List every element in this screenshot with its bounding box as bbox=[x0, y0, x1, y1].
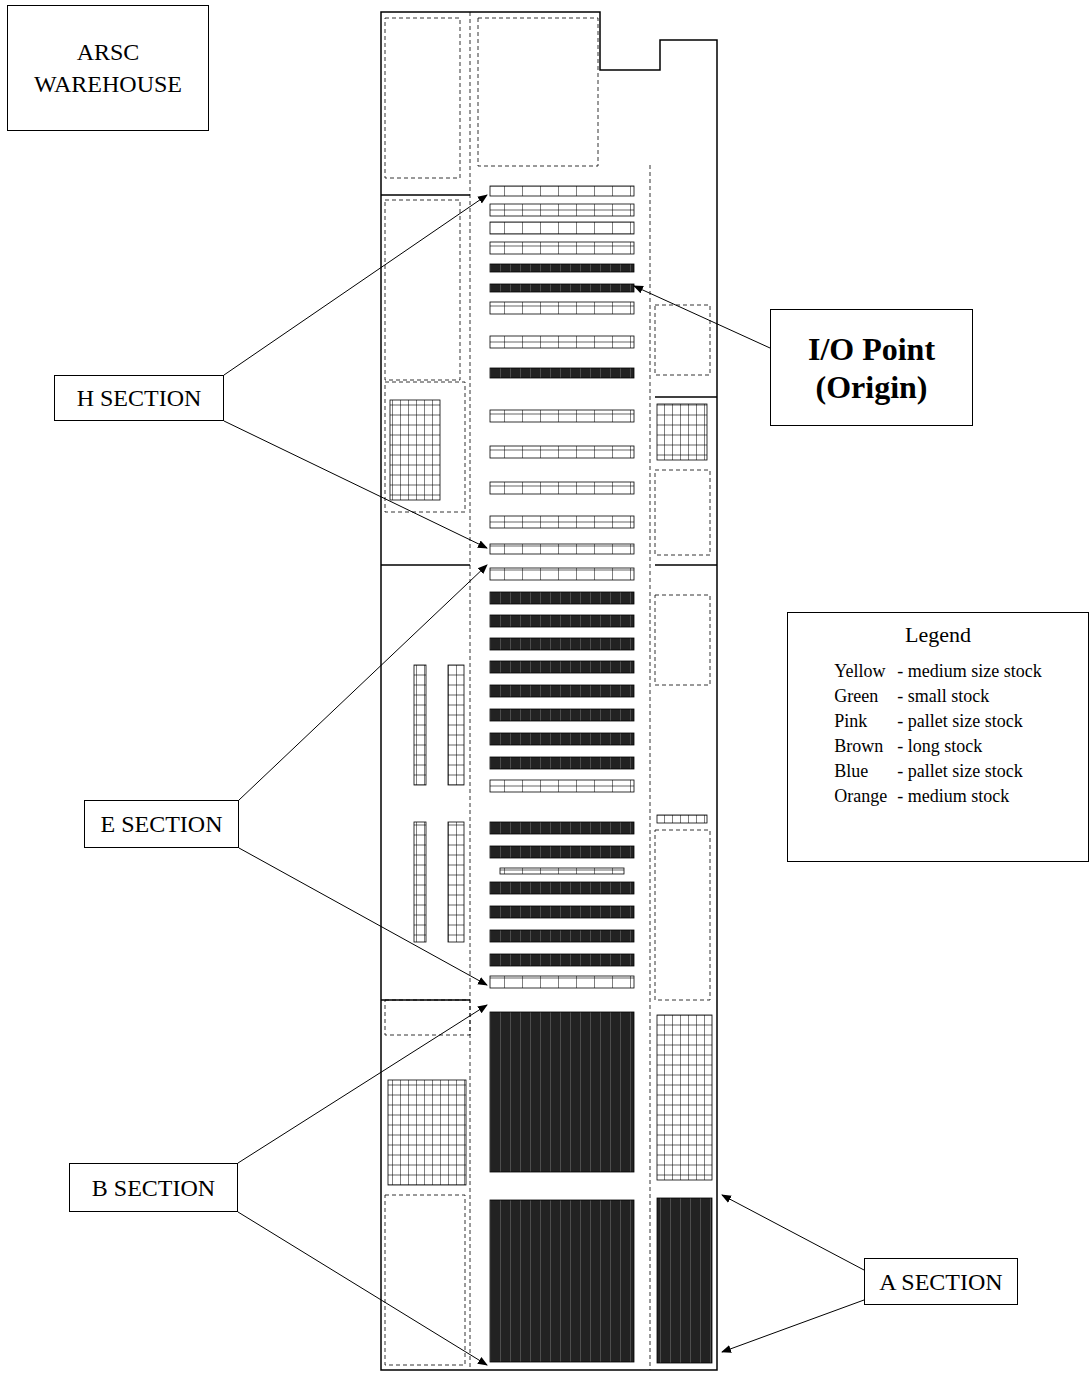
callout-box: B SECTION bbox=[69, 1163, 238, 1212]
callout-text: E SECTION bbox=[101, 810, 223, 838]
building-outline bbox=[381, 12, 717, 1370]
legend-heading: Legend bbox=[905, 621, 971, 649]
legend-description: - long stock bbox=[897, 734, 1041, 758]
callout-box: E SECTION bbox=[84, 800, 239, 848]
callout-box: H SECTION bbox=[54, 375, 224, 421]
callout-text: A SECTION bbox=[879, 1268, 1002, 1296]
rack-rows bbox=[388, 186, 712, 1363]
legend-box: LegendYellow - medium size stockGreen - sm… bbox=[787, 612, 1089, 862]
callout-text: B SECTION bbox=[92, 1174, 215, 1202]
legend-color-name: Orange bbox=[834, 784, 887, 808]
legend-description: - medium stock bbox=[897, 784, 1041, 808]
legend-description: - pallet size stock bbox=[897, 709, 1041, 733]
legend-description: - small stock bbox=[897, 684, 1041, 708]
legend-description: - pallet size stock bbox=[897, 759, 1041, 783]
legend-color-name: Green bbox=[834, 684, 887, 708]
title-box: ARSC WAREHOUSE bbox=[7, 5, 209, 131]
legend-rows: Yellow - medium size stockGreen - small st… bbox=[834, 659, 1041, 808]
callout-box: A SECTION bbox=[864, 1258, 1018, 1305]
legend-color-name: Pink bbox=[834, 709, 887, 733]
callout-box: I/O Point (Origin) bbox=[770, 309, 973, 426]
callout-text: ARSC WAREHOUSE bbox=[16, 36, 200, 100]
callout-text: I/O Point (Origin) bbox=[779, 330, 964, 406]
leader-lines bbox=[224, 195, 864, 1365]
legend-color-name: Brown bbox=[834, 734, 887, 758]
callout-text: H SECTION bbox=[77, 384, 202, 412]
legend-color-name: Blue bbox=[834, 759, 887, 783]
legend-description: - medium size stock bbox=[897, 659, 1041, 683]
legend-color-name: Yellow bbox=[834, 659, 887, 683]
